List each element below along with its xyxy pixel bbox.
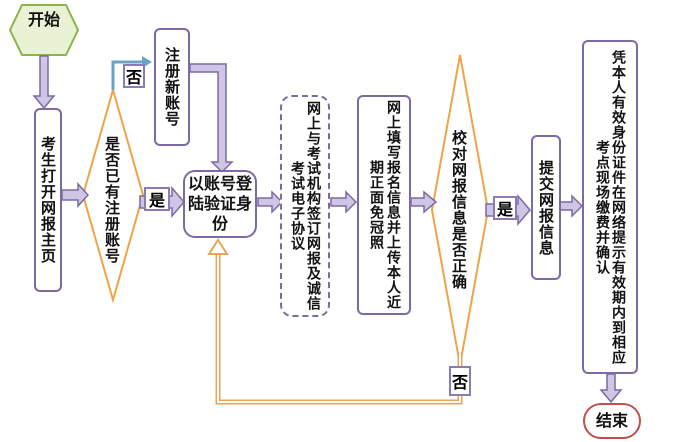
arrow-agreement-to-fill (330, 190, 358, 214)
arrowhead-verify-feedback (207, 238, 229, 255)
arrow-start-to-homepage (32, 55, 56, 110)
decision-has-account-shape (81, 86, 145, 304)
arrow-print-to-end (599, 373, 623, 404)
open-homepage-box: 考生打开网报主页 (34, 108, 62, 292)
arrow-homepage-to-decision (61, 182, 90, 208)
edge-label-verify-no: 否 (449, 366, 471, 396)
line-decision-to-register (111, 60, 142, 90)
print-confirm-box: 凭本人有效身份证件在网络提示有效期内到相应考点现场缴费并确认 (582, 40, 638, 374)
edge-label-account-yes: 是 (144, 187, 170, 211)
has-account-label: 是否已有注册账号 (103, 136, 121, 264)
end-label: 结束 (595, 411, 628, 430)
arrow-login-to-agreement (257, 190, 284, 214)
line-verify-feedback (215, 250, 463, 405)
end-shape (583, 403, 641, 439)
start-label: 开始 (28, 10, 61, 29)
arrow-fill-to-verify (410, 190, 438, 214)
arrow-submit-to-print (559, 194, 584, 218)
edge-label-account-no: 否 (123, 64, 145, 88)
login-box: 以账号登陆验证身份 (183, 170, 257, 238)
fill-info-box: 网上填写报名信息并上传本人近期正面免冠照 (357, 95, 411, 315)
start-shape (8, 4, 80, 56)
submit-box: 提交网报信息 (531, 135, 561, 280)
edge-label-verify-yes: 是 (493, 196, 517, 220)
register-box: 注册新账号 (154, 28, 190, 146)
verify-label: 校对网报信息是否正确 (450, 130, 468, 290)
arrow-register-to-login (189, 63, 234, 174)
agreement-box: 网上与考试机构签订网报及诚信考试电子协议 (280, 95, 330, 317)
